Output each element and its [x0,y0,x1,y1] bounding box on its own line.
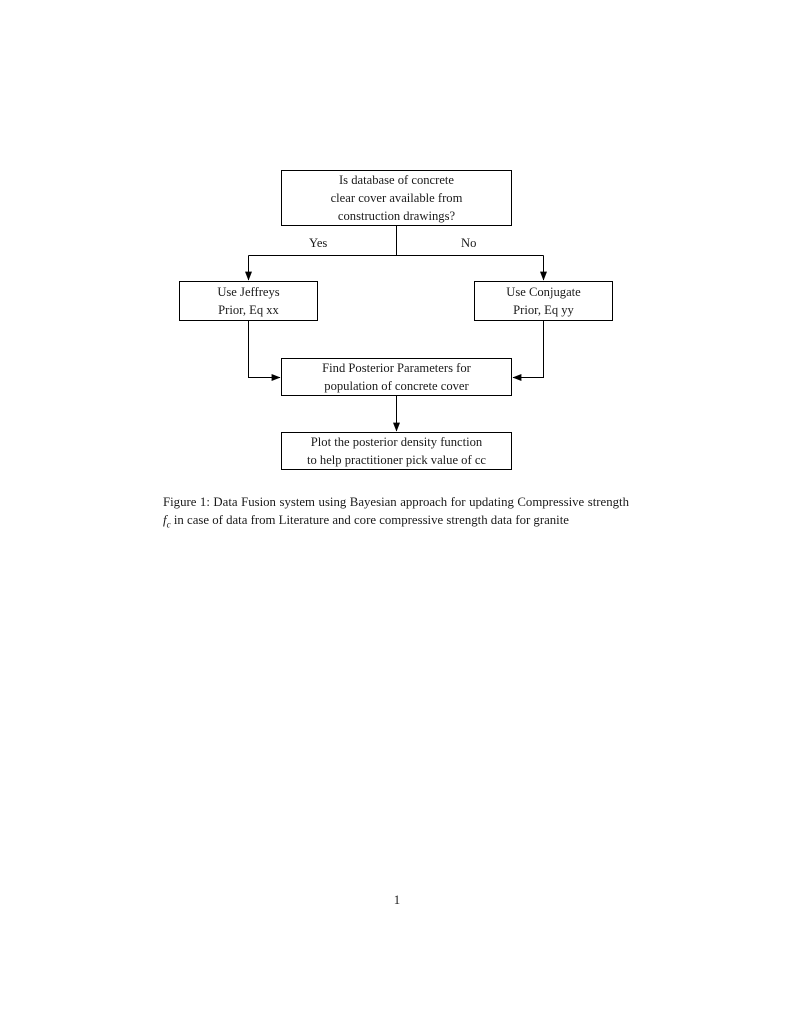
node-jeffreys-line-1: Use Jeffreys [217,285,280,299]
figure-caption: Figure 1: Data Fusion system using Bayes… [163,493,629,534]
node-question-line-3: construction drawings? [337,209,456,223]
caption-symbol-fc: fc [163,513,171,530]
flowchart-node-jeffreys-prior: Use Jeffreys Prior, Eq xx [179,281,318,321]
node-plot-line-1: Plot the posterior density function [310,435,483,449]
edge-jeffreys-to-posterior [247,321,281,381]
edge-label-no: No [458,236,480,250]
node-posterior-line-2: population of concrete cover [324,379,469,393]
node-conjugate-line-2: Prior, Eq yy [513,303,574,317]
flowchart-node-conjugate-prior: Use Conjugate Prior, Eq yy [474,281,613,321]
node-plot-line-2: to help practitioner pick value of cc [306,453,487,467]
node-jeffreys-line-2: Prior, Eq xx [218,303,279,317]
figure-flowchart: Is database of concrete clear cover avai… [0,0,794,490]
flowchart-connectors [245,226,547,432]
caption-text-part-1: Data Fusion system using Bayesian approa… [209,495,629,509]
page-number: 1 [393,893,401,907]
node-conjugate-line-1: Use Conjugate [506,285,581,299]
edge-label-yes: Yes [306,236,331,250]
flowchart-node-find-posterior: Find Posterior Parameters for population… [281,358,512,396]
caption-text-part-2: in case of data from Literature and core… [170,513,569,528]
node-question-line-2: clear cover available from [330,191,463,205]
caption-label: Figure 1: [163,495,210,509]
flowchart-node-plot-density: Plot the posterior density function to h… [281,432,512,470]
node-posterior-line-1: Find Posterior Parameters for [322,361,471,375]
caption-symbol-subscript: c [166,519,171,530]
node-question-line-1: Is database of concrete [338,173,455,187]
edge-conjugate-to-posterior [512,321,545,381]
flowchart-node-question: Is database of concrete clear cover avai… [281,170,512,226]
caption-symbol-base: f [163,513,167,528]
